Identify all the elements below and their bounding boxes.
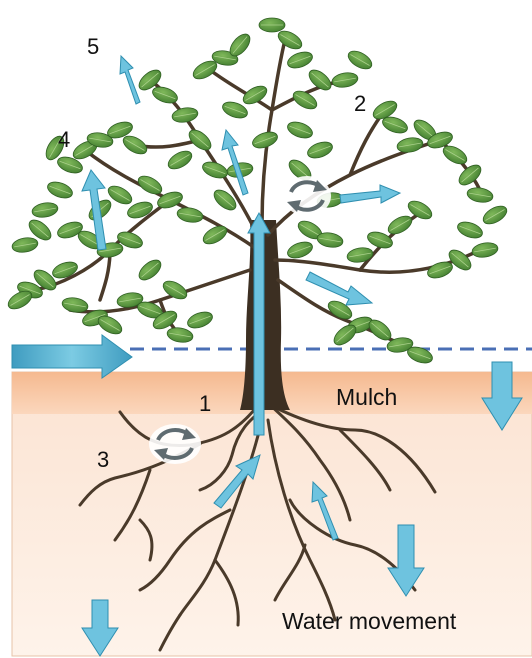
label-2: 2: [354, 91, 366, 117]
label-4: 4: [58, 127, 70, 153]
transpiration-arrow-5: [120, 56, 140, 104]
circular-arrows-icon: [283, 176, 331, 216]
label-3: 3: [97, 447, 109, 473]
circular-arrows-icon: [149, 424, 201, 464]
label-5: 5: [87, 34, 99, 60]
label-1: 1: [199, 391, 211, 417]
mulch-label: Mulch: [336, 384, 397, 411]
branch-arrow: [306, 272, 372, 305]
arrow-2: [340, 185, 400, 203]
water-movement-label: Water movement: [282, 608, 456, 635]
